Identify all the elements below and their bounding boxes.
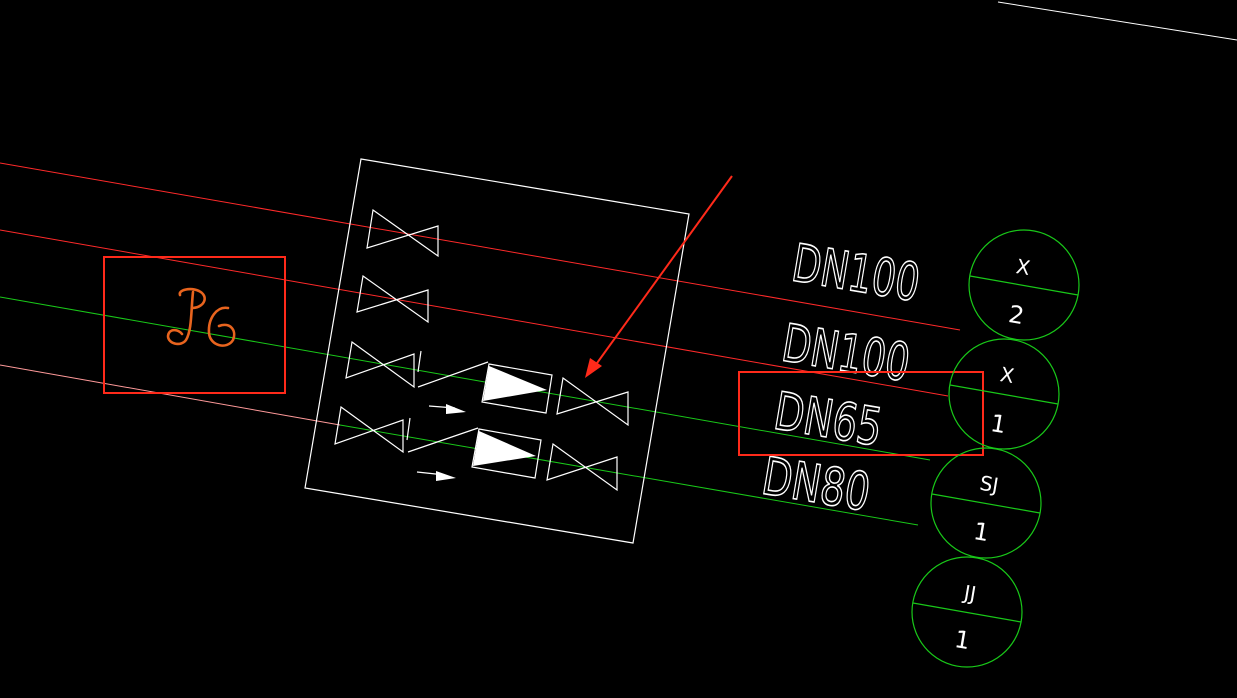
- riser-tag-top: X: [1014, 254, 1032, 280]
- riser-tag-bottom: 2: [1006, 300, 1026, 330]
- annotation-arrow-icon: [585, 175, 733, 378]
- riser-tag-group: X 2 X 1 SJ 1 JJ 1: [911, 229, 1080, 668]
- pipe-label-dn100-upper: DN100: [788, 234, 924, 314]
- riser-tag-bottom: 1: [971, 517, 991, 547]
- riser-tag: X 1: [948, 338, 1060, 450]
- riser-tag-top: SJ: [978, 471, 1000, 498]
- gate-valve-icon: [366, 208, 439, 258]
- riser-tag: X 2: [968, 229, 1080, 341]
- pipe-label-group: DN100 DN100 DN65 DN80: [757, 233, 925, 525]
- stray-line: [997, 1, 1237, 41]
- handwritten-note: [166, 287, 236, 347]
- riser-tag-bottom: 1: [988, 409, 1008, 439]
- riser-tag: JJ 1: [911, 556, 1023, 668]
- pipe-label-dn65: DN65: [770, 382, 886, 459]
- equipment-frame: [304, 158, 690, 544]
- gate-valve-icon: [356, 274, 429, 324]
- pipe-red-1: [0, 162, 961, 331]
- pipe-green-1: [0, 296, 931, 461]
- check-valve-icon: [407, 427, 542, 481]
- gate-valve-icon: [334, 405, 411, 454]
- highlight-box-dn65: [738, 371, 984, 456]
- riser-tag: SJ 1: [930, 447, 1042, 559]
- check-valve-group: [407, 361, 553, 481]
- check-valve-icon: [417, 361, 553, 414]
- gate-valve-icon: [546, 442, 618, 492]
- riser-tag-bottom: 1: [952, 625, 972, 655]
- gate-valve-icon: [556, 376, 629, 427]
- handwritten-note-box: [103, 256, 286, 394]
- pipe-label-dn80: DN80: [758, 447, 874, 524]
- pipe-pink-1: [0, 364, 341, 426]
- riser-tag-top: JJ: [960, 580, 978, 606]
- valve-group: [334, 208, 629, 492]
- riser-tag-top: X: [998, 362, 1016, 388]
- pipe-label-dn100-lower: DN100: [778, 314, 914, 394]
- gate-valve-icon: [345, 340, 422, 389]
